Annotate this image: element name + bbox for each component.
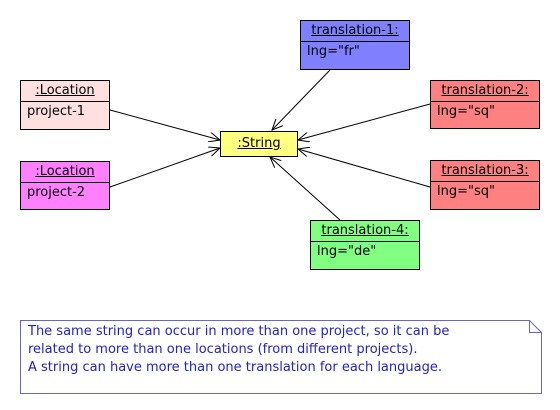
translation-object-3-lng: lng="sq" [431,181,539,202]
location-object-2-project: project-2 [21,182,109,203]
location-object-2: :Location project-2 [20,161,110,210]
location-object-1-project: project-1 [21,101,109,122]
arrow-location1-to-string [109,109,220,140]
arrow-translation3-to-string [298,149,431,188]
translation-object-2-title: translation-2: [441,83,529,98]
translation-object-1: translation-1: lng="fr" [300,20,410,70]
arrow-translation1-to-string [272,69,331,130]
note-line-2: related to more than one locations (from… [28,342,418,357]
uml-note: The same string can occur in more than o… [20,320,542,394]
location-object-1: :Location project-1 [20,80,110,130]
arrow-translation4-to-string [270,157,341,221]
translation-object-1-title: translation-1: [311,23,399,38]
translation-object-1-lng: lng="fr" [301,41,409,62]
arrow-location2-to-string [109,148,220,188]
note-line-1: The same string can occur in more than o… [28,324,450,339]
translation-object-3-title: translation-3: [441,163,529,178]
translation-object-3: translation-3: lng="sq" [430,160,540,210]
translation-object-2-lng: lng="sq" [431,101,539,122]
string-object-title: :String [237,136,281,151]
translation-object-4: translation-4: lng="de" [310,220,420,270]
arrow-translation2-to-string [298,103,431,140]
translation-object-4-lng: lng="de" [311,241,419,262]
translation-object-2: translation-2: lng="sq" [430,80,540,129]
location-object-1-title: :Location [35,83,95,98]
string-object: :String [220,131,298,157]
note-line-3: A string can have more than one translat… [28,360,442,375]
note-frame [20,320,542,394]
note-text: The same string can occur in more than o… [28,323,449,377]
translation-object-4-title: translation-4: [321,223,409,238]
location-object-2-title: :Location [35,164,95,179]
